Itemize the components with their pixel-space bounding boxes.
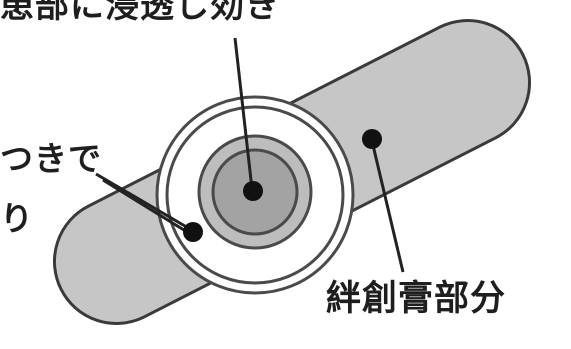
left-leader-line-a	[95, 172, 191, 231]
top-callout-label: 患部に浸透し効き	[0, 0, 280, 26]
top-leader-dot	[243, 181, 263, 201]
leaders	[95, 37, 405, 273]
left-callout-label-line1: つきで	[0, 139, 102, 178]
left-callout-label-line2: り	[0, 199, 33, 238]
top-leader-line	[233, 37, 254, 190]
left-leader-line-b	[102, 178, 193, 237]
bandage-part-label: 絆創膏部分	[326, 279, 507, 319]
left-leader-dot	[183, 222, 203, 242]
band-leader-dot	[362, 129, 382, 149]
band-leader-line	[370, 140, 405, 273]
